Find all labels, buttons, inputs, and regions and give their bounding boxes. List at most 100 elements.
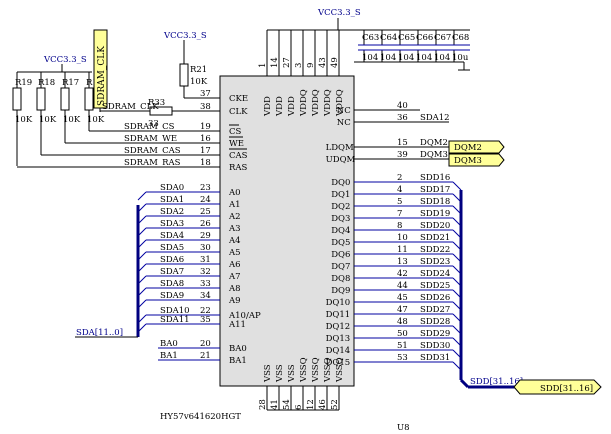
right-net-label: SDD16 (420, 173, 450, 183)
cap-ref: C64 (380, 33, 397, 43)
bottom-pin-name: VSSQ (299, 357, 309, 383)
left-pin-name: BA1 (229, 356, 247, 366)
right-pin-name: DQ13 (326, 334, 351, 344)
bottom-pin-number: 41 (270, 399, 280, 410)
r19-ref: R19 (15, 78, 32, 88)
left-pin-name: A0 (228, 188, 241, 198)
right-net-label: SDD21 (420, 233, 450, 243)
right-pin-number: 50 (397, 329, 408, 339)
left-pin-name: A7 (228, 272, 241, 282)
top-pin-name: VDD (287, 96, 297, 117)
bottom-pin-number: 54 (282, 399, 292, 410)
r17-body (60, 87, 70, 111)
right-pin-number: 15 (397, 138, 408, 148)
left-net-label: SDA0 (160, 183, 184, 193)
bottom-pin-number: 6 (294, 405, 304, 410)
right-pin-name: DQ6 (331, 250, 350, 260)
left-net-label: SDA1 (160, 195, 184, 205)
r21-body (179, 63, 189, 87)
r17-value: 10K (63, 115, 81, 125)
bottom-pin-name: VSS (275, 364, 285, 383)
left-pin-number: 30 (200, 243, 211, 253)
vcc-label-top: VCC3.3_S (317, 8, 361, 18)
r17-ref: R17 (62, 78, 79, 88)
left-net-label: SDA8 (160, 279, 184, 289)
right-net-label: SDD18 (420, 197, 450, 207)
left-net-label: SDA3 (160, 219, 184, 229)
cap-ref: C65 (398, 33, 415, 43)
left-pin-name: CS (229, 127, 242, 137)
left-pin-name: WE (229, 139, 244, 149)
left-pin-number: 37 (200, 89, 211, 99)
right-pin-name: DQ0 (331, 178, 350, 188)
top-pin-name: VDDQ (323, 89, 333, 117)
left-net-label: SDA5 (160, 243, 184, 253)
left-pin-number: 29 (200, 231, 211, 241)
right-pin-number: 10 (397, 233, 408, 243)
left-net-label: BA0 (160, 339, 178, 349)
right-pin-name: DQ2 (331, 202, 350, 212)
right-pin-number: 53 (397, 353, 408, 363)
cap-value: 104 (380, 53, 396, 63)
left-pin-number: 18 (200, 158, 211, 168)
right-net-label: SDD29 (420, 329, 450, 339)
left-net-label: SDRAM_CAS (124, 146, 181, 156)
left-pin-name: A8 (228, 284, 241, 294)
cap-value: 104 (398, 53, 414, 63)
left-net-label: SDA6 (160, 255, 184, 265)
left-net-label: SDA2 (160, 207, 184, 217)
right-pin-number: 8 (397, 221, 402, 231)
top-pin-number: 14 (270, 57, 280, 68)
r18-body (36, 87, 46, 111)
left-pin-name: A4 (228, 236, 241, 246)
left-pin-name: RAS (229, 163, 248, 173)
left-pin-name: A11 (228, 320, 246, 330)
cap-value: 104 (434, 53, 450, 63)
bottom-pin-name: VSSQ (311, 357, 321, 383)
left-pin-number: 26 (200, 219, 211, 229)
r18-ref: R18 (38, 78, 55, 88)
cap-ref: C63 (362, 33, 379, 43)
cap-ref: C67 (434, 33, 451, 43)
right-net-label: SDD24 (420, 269, 450, 279)
bottom-pin-name: VSS (263, 364, 273, 383)
right-pin-number: 39 (397, 150, 408, 160)
r19-value: 10K (15, 115, 33, 125)
bottom-pin-name: VSSQ (323, 357, 333, 383)
left-pin-name: BA0 (229, 344, 247, 354)
right-net-label: DQM2 (420, 138, 448, 148)
sdram-clk-tag-text: SDRAM_CLK (97, 46, 107, 106)
left-net-label: SDA11 (160, 315, 190, 325)
dqm3-port (448, 153, 505, 167)
cap-value: 10u (452, 53, 469, 63)
right-pin-number: 13 (397, 257, 408, 267)
address-bus-label: SDA[11..0] (76, 328, 123, 338)
right-net-label: SDA12 (420, 113, 450, 123)
left-pin-name: CKE (229, 94, 248, 104)
cap-value: 104 (416, 53, 432, 63)
resistor-r19: R19 10K (12, 72, 33, 166)
top-pin-number: 43 (318, 57, 328, 68)
top-pin-name: VDD (275, 96, 285, 117)
right-net-label: SDD17 (420, 185, 450, 195)
bottom-pin-number: 46 (318, 399, 328, 410)
right-pin-name: DQ5 (331, 238, 350, 248)
bottom-pin-number: 28 (258, 399, 268, 410)
left-pin-number: 23 (200, 183, 211, 193)
left-pin-number: 16 (200, 134, 211, 144)
bottom-pin-number: 52 (330, 399, 340, 410)
right-net-label: SDD28 (420, 317, 450, 327)
resistor-r18: R18 10K (36, 72, 57, 155)
right-net-label: SDD30 (420, 341, 450, 351)
bottom-pin-name: VSSQ (335, 357, 345, 383)
left-net-label: SDA7 (160, 267, 184, 277)
dqm2-port (448, 140, 505, 154)
left-pin-name: CAS (229, 151, 248, 161)
left-net-label: SDA4 (160, 231, 184, 241)
left-pin-name: A1 (228, 200, 241, 210)
top-pin-number: 9 (306, 63, 316, 68)
